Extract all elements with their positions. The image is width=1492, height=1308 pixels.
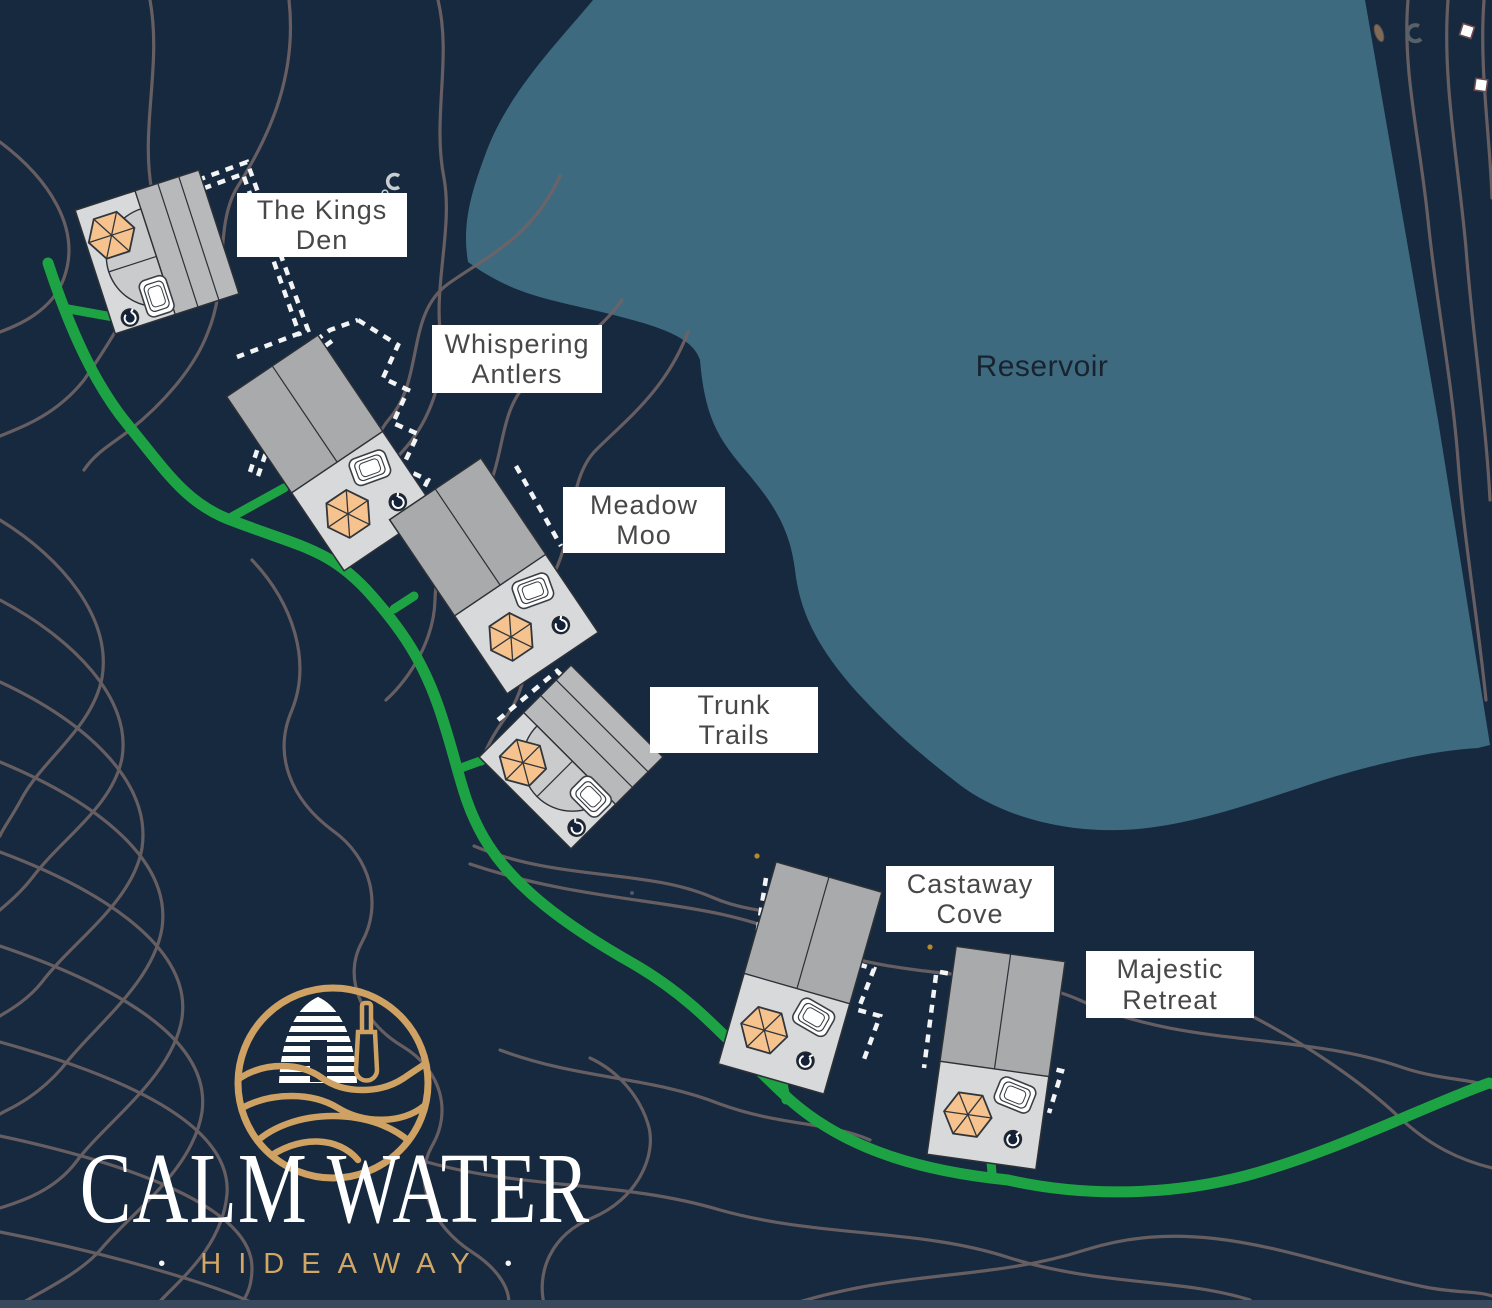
cabin-label-majestic-retreat: Majestic Retreat xyxy=(1086,951,1254,1018)
cabin-label-line: Trunk xyxy=(697,689,771,720)
cabin-label-line: Antlers xyxy=(471,359,563,389)
boundary-meadow-moo xyxy=(514,464,563,548)
cabin-label-line: Castaway xyxy=(906,868,1034,899)
subtitle-dot-left: • xyxy=(158,1253,166,1275)
cabin-label-line: Den xyxy=(295,225,349,255)
poi-dot xyxy=(630,891,634,895)
logo-ring xyxy=(234,984,432,1182)
main-road xyxy=(42,257,1492,1198)
map-decorations xyxy=(381,22,1489,950)
boundary-majestic-retreat xyxy=(921,974,939,1069)
logo-emblem xyxy=(234,984,432,1182)
logo-subtitle-text: HIDEAWAY xyxy=(200,1248,487,1280)
building-marker xyxy=(1458,22,1476,40)
cabin-label-line: The Kings xyxy=(256,194,388,225)
driveway-kings-den xyxy=(58,303,118,322)
boundary-kings-den xyxy=(132,171,303,337)
bottom-edge-band xyxy=(0,1300,1492,1308)
logo-title: CALM WATER xyxy=(79,1133,591,1245)
driveway-meadow-moo xyxy=(389,591,419,614)
building-marker xyxy=(1473,77,1489,93)
cabin-label-the-kings-den: The Kings Den xyxy=(237,193,407,257)
spring-symbol xyxy=(1405,23,1423,44)
cabin-label-castaway-cove: Castaway Cove xyxy=(886,866,1054,932)
reservoir-water-area xyxy=(466,0,1490,831)
logo-subtitle: • HIDEAWAY • xyxy=(95,1248,575,1281)
cabin-label-line: Whispering xyxy=(444,328,590,359)
cabin-label-line: Moo xyxy=(616,520,672,550)
cabin-label-line: Retreat xyxy=(1122,984,1218,1015)
cabin-label-line: Majestic xyxy=(1116,954,1224,984)
cabin-label-whispering-antlers: Whispering Antlers xyxy=(432,325,602,393)
reservoir-label: Reservoir xyxy=(975,350,1109,383)
cabin-label-meadow-moo: Meadow Moo xyxy=(563,487,725,553)
subtitle-dot-right: • xyxy=(504,1253,512,1275)
cabin-label-trunk-trails: Trunk Trails xyxy=(650,687,818,753)
spring-symbol xyxy=(385,172,401,191)
cabin-label-line: Cove xyxy=(936,899,1004,929)
cabin-label-line: Meadow xyxy=(589,489,699,520)
boundary-castaway-cove xyxy=(773,880,883,1063)
logo-paddle-icon xyxy=(353,1000,380,1083)
poi-dot xyxy=(927,944,933,950)
islet-marker xyxy=(1373,23,1385,43)
driveway-whispering-antlers xyxy=(223,483,289,524)
cabin-label-line: Trails xyxy=(698,720,770,750)
poi-dot xyxy=(754,853,760,859)
